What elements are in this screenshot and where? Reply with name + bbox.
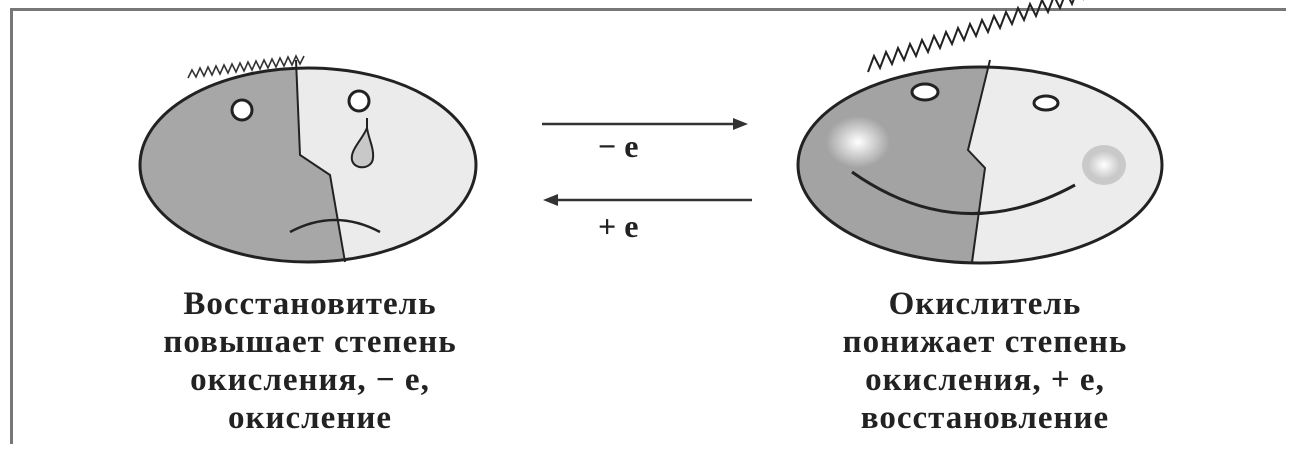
caption-line: повышает степень xyxy=(163,324,457,360)
happy-face xyxy=(796,0,1164,265)
caption-line: окисления, − e, xyxy=(190,362,430,398)
tear-drop xyxy=(350,124,375,169)
left-cheek xyxy=(826,116,890,168)
sad-face xyxy=(138,54,478,264)
caption-line: Окислитель xyxy=(888,286,1082,322)
hair xyxy=(187,54,305,79)
figure-frame xyxy=(10,8,1286,444)
backward-arrow xyxy=(543,194,752,206)
hair xyxy=(867,0,1084,73)
left-eye xyxy=(910,82,940,102)
forward-arrow-label: − e xyxy=(598,128,639,164)
caption-line: понижает степень xyxy=(842,324,1128,360)
caption-line: восстановление xyxy=(860,400,1110,436)
left-eye xyxy=(230,98,254,122)
right-eye xyxy=(347,89,371,113)
reducer-caption: Восстановитель повышает степень окислени… xyxy=(120,285,500,437)
right-eye xyxy=(1032,94,1060,112)
oxidizer-caption: Окислитель понижает степень окисления, +… xyxy=(790,285,1180,437)
backward-arrow-label: + e xyxy=(598,208,639,244)
caption-line: окисление xyxy=(227,400,392,436)
forward-arrow xyxy=(542,118,748,130)
frown xyxy=(289,218,381,234)
smile xyxy=(851,170,1076,216)
caption-line: Восстановитель xyxy=(183,286,437,322)
caption-line: окисления, + e, xyxy=(865,362,1105,398)
